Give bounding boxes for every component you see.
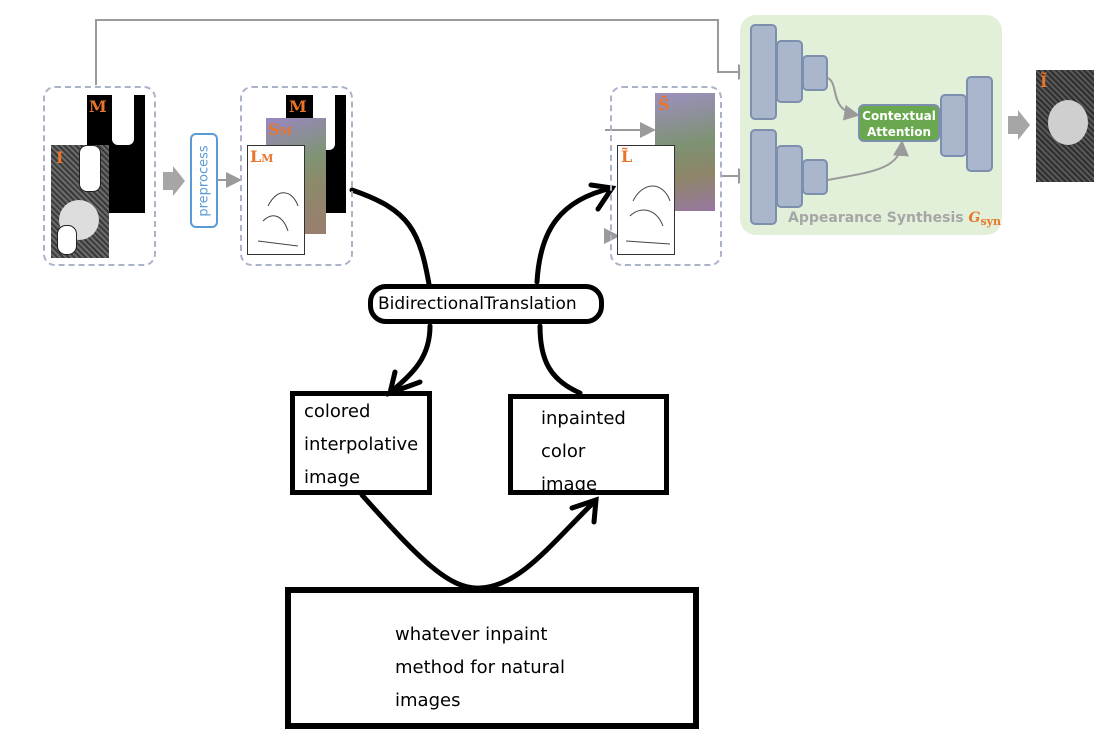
- input-group: [43, 86, 156, 266]
- encoder2-layer1: [750, 129, 777, 225]
- translated-screentone-label: S̃: [658, 95, 670, 114]
- right-box-line-3: image: [541, 474, 598, 495]
- bottom-box-line-1: whatever inpaint: [395, 624, 548, 645]
- right-box-line-2: color: [541, 441, 586, 462]
- synthesis-title: Appearance Synthesis Gsyn: [788, 210, 1002, 228]
- curve-bidirectional-to-left-box: [387, 323, 433, 396]
- translated-group: [610, 86, 722, 266]
- output-image: [1036, 70, 1094, 182]
- manga-input-image: [51, 145, 109, 258]
- arrowhead-to-tilde: [588, 182, 617, 212]
- colored-interpolative-box: colored interpolative image: [290, 391, 432, 495]
- decoder-layer2: [966, 76, 993, 172]
- line-drawing: [247, 145, 305, 255]
- contextual-attention-block: Contextual Attention: [858, 104, 940, 142]
- bidirectional-translation-label: BidirectionalTranslation: [378, 294, 577, 314]
- attention-connectors: [827, 77, 909, 181]
- line-label: LM: [250, 147, 274, 166]
- contextual-attention-line1: Contextual: [862, 109, 936, 123]
- preprocessed-mask-label: M: [289, 97, 307, 116]
- screentone-label: SM: [268, 120, 292, 139]
- skip-connection-line: [95, 19, 754, 85]
- translated-line-label: L̃: [621, 147, 633, 166]
- contextual-attention-line2: Attention: [866, 125, 932, 139]
- mask-label: M: [89, 97, 107, 116]
- decoder-layer1: [940, 94, 967, 157]
- preprocessed-group: [240, 86, 353, 266]
- bidirectional-translation-node: BidirectionalTranslation: [368, 284, 604, 324]
- left-box-line-3: image: [304, 467, 361, 488]
- encoder1-layer1: [750, 24, 777, 120]
- output-arrow-icon: [1008, 110, 1030, 140]
- encoder2-layer2: [776, 145, 803, 208]
- left-box-line-2: interpolative: [304, 434, 419, 455]
- inpainted-color-box: inpainted color image: [508, 394, 669, 495]
- natural-inpaint-method-box: whatever inpaint method for natural imag…: [285, 587, 699, 729]
- curve-right-box-to-bidirectional: [537, 323, 583, 396]
- arrowhead-right-box: [569, 496, 599, 525]
- translated-line-drawing: [617, 145, 675, 255]
- encoder1-layer2: [776, 40, 803, 103]
- right-box-line-1: inpainted: [541, 408, 626, 429]
- curve-left-box-through-bottom: [359, 492, 599, 591]
- left-box-line-1: colored: [304, 401, 371, 422]
- curve-bidirectional-to-tilde: [534, 185, 615, 285]
- bottom-box-line-2: method for natural: [395, 657, 566, 678]
- output-label: Ĩ: [1040, 72, 1048, 91]
- encoder2-layer3: [802, 159, 828, 195]
- preprocess-label: preprocess: [196, 144, 212, 217]
- encoder1-layer3: [802, 55, 828, 91]
- forward-arrow-icon: [163, 166, 185, 196]
- image-label: I: [56, 148, 64, 167]
- curve-group-to-bidirectional: [349, 187, 433, 293]
- preprocess-block: preprocess: [190, 133, 218, 228]
- bottom-box-line-3: images: [395, 690, 461, 711]
